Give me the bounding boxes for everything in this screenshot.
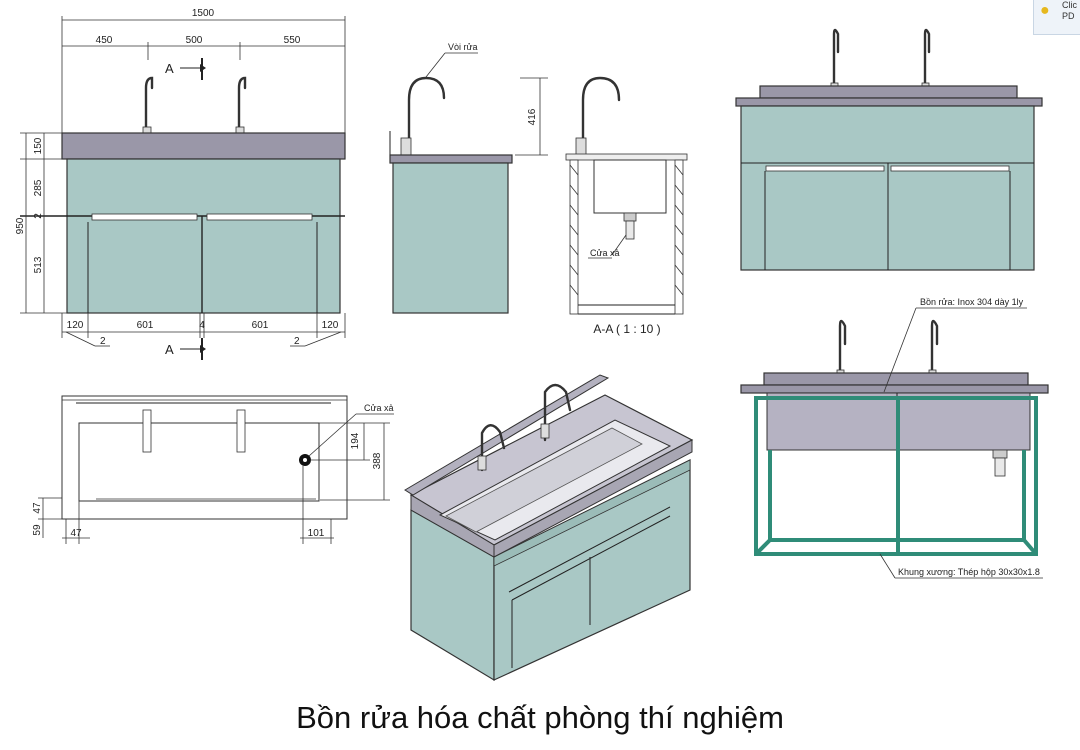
dim-h-mid: 285 bbox=[33, 179, 44, 196]
notification-line1: Clic bbox=[1062, 0, 1077, 10]
figure-caption: Bồn rửa hóa chất phòng thí nghiệm bbox=[296, 700, 784, 735]
label-frame-material: Khung xương: Thép hộp 30x30x1.8 bbox=[898, 567, 1040, 577]
faucet-left-icon bbox=[144, 76, 154, 137]
section-marker-bottom: A bbox=[165, 342, 174, 357]
dim-faucet-height: 416 bbox=[527, 108, 538, 125]
frame-countertop bbox=[740, 384, 1049, 394]
dim-seg1: 450 bbox=[96, 35, 113, 46]
label-sink-material: Bồn rửa: Inox 304 dày 1ly bbox=[920, 297, 1024, 307]
section-faucet-icon bbox=[581, 76, 621, 152]
plan-faucet-left-icon bbox=[142, 409, 152, 453]
dim-plan-59: 59 bbox=[32, 524, 43, 536]
dim-seg2: 500 bbox=[186, 35, 203, 46]
dim-h-top: 150 bbox=[33, 137, 44, 154]
section-view: Cửa xả A-A ( 1 : 10 ) bbox=[565, 76, 688, 336]
plan-view: Cửa xả 194 388 47 59 47 101 bbox=[32, 395, 394, 544]
plan-faucet-right-icon bbox=[236, 409, 246, 453]
frame-faucet-left-icon bbox=[838, 319, 847, 387]
frame-view: Bồn rửa: Inox 304 dày 1ly Khung xương: T… bbox=[740, 297, 1049, 579]
cabinet bbox=[66, 158, 341, 314]
dim-b2: 601 bbox=[137, 320, 154, 331]
back-faucet-left-icon bbox=[832, 28, 840, 97]
isometric-view bbox=[404, 374, 694, 682]
side-view: Vòi rửa 416 bbox=[389, 42, 548, 314]
section-title: A-A ( 1 : 10 ) bbox=[593, 322, 660, 336]
label-drain-plan: Cửa xả bbox=[364, 403, 394, 413]
dim-plan-194: 194 bbox=[350, 432, 361, 449]
back-countertop bbox=[735, 97, 1043, 107]
label-drain-section: Cửa xả bbox=[590, 248, 620, 258]
side-faucet-icon bbox=[407, 76, 446, 152]
countertop bbox=[61, 132, 346, 160]
dim-b4: 601 bbox=[252, 320, 269, 331]
dim-height-total: 950 bbox=[15, 217, 26, 234]
section-marker-top: A bbox=[165, 61, 174, 76]
side-cabinet bbox=[392, 162, 509, 314]
dim-b5: 120 bbox=[322, 320, 339, 331]
back-view bbox=[735, 28, 1043, 271]
dim-lead-right: 2 bbox=[294, 336, 300, 347]
handle-left bbox=[91, 213, 198, 221]
handle-right bbox=[206, 213, 313, 221]
pdf-notification[interactable]: ● Clic PD bbox=[1033, 0, 1080, 35]
notification-line2: PD bbox=[1062, 11, 1075, 21]
dim-plan-388: 388 bbox=[372, 452, 383, 469]
front-view: 1500 450 500 550 A 950 150 285 bbox=[15, 8, 346, 360]
dim-seg3: 550 bbox=[284, 35, 301, 46]
dim-h-low: 513 bbox=[33, 256, 44, 273]
dim-plan-47b: 47 bbox=[70, 528, 82, 539]
dim-plan-47a: 47 bbox=[32, 502, 43, 514]
dim-lead-left: 2 bbox=[100, 336, 106, 347]
frame-drain-icon bbox=[994, 457, 1006, 477]
plan-outline bbox=[61, 395, 348, 520]
dim-overall-width: 1500 bbox=[192, 8, 215, 19]
label-faucet: Vòi rửa bbox=[448, 42, 478, 52]
dim-h-gap: 2 bbox=[33, 213, 44, 219]
faucet-right-icon bbox=[237, 76, 247, 137]
drain-pipe-icon bbox=[625, 220, 635, 240]
dim-b1: 120 bbox=[67, 320, 84, 331]
iso-faucet-right-icon bbox=[543, 383, 572, 442]
dim-plan-101: 101 bbox=[308, 528, 325, 539]
iso-faucet-left-icon bbox=[480, 424, 506, 472]
sink-basin-section bbox=[593, 159, 667, 214]
lightbulb-icon: ● bbox=[1040, 2, 1050, 19]
dim-b3: 4 bbox=[199, 320, 205, 331]
